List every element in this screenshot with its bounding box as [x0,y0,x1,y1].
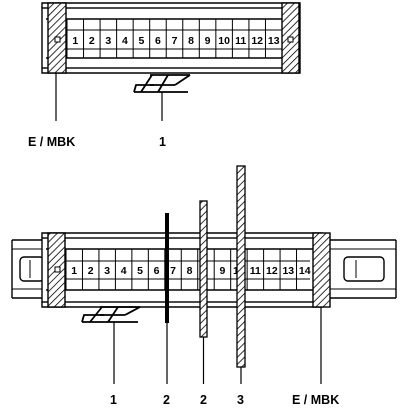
top-end-bracket-callout: E / MBK [28,135,75,149]
bottom-terminal-number: 13 [282,265,294,277]
top-terminal-number: 9 [205,35,211,47]
bottom-terminal-number: 7 [170,265,176,277]
top-right-end-clip-icon [287,36,294,43]
top-terminal-number: 8 [188,35,194,47]
bottom-marker-callout: 1 [110,393,117,407]
top-terminal-number: 5 [139,35,145,47]
top-terminal-number: 13 [268,35,280,47]
bottom-terminal-number: 4 [121,265,127,277]
top-terminal-number: 4 [122,35,128,47]
top-terminal-number: 12 [251,35,263,47]
bottom-terminal-number: 1 [71,265,77,277]
bottom-terminal-number: 12 [266,265,278,277]
plate-2-hatched [199,200,208,338]
top-terminal-number: 6 [155,35,161,47]
bottom-terminal-number: 14 [299,265,311,277]
plate-3-callout: 3 [237,393,244,407]
plate-2-thin [165,213,169,323]
plate-3-hatched [236,165,246,368]
bottom-terminal-number: 2 [88,265,94,277]
bottom-end-bracket-callout: E / MBK [292,393,339,407]
bottom-terminal-number: 8 [187,265,193,277]
top-terminal-number: 10 [218,35,230,47]
top-terminal-number: 1 [72,35,78,47]
bottom-marker-carrier [81,306,141,323]
top-marker-callout: 1 [159,135,166,149]
top-marker-carrier [133,74,191,93]
bottom-terminal-number: 6 [154,265,160,277]
bottom-assembly: 1234567891011121314 1 2 2 3 E / MBK [11,165,397,407]
bottom-terminal-strip [41,232,323,308]
top-left-end-clip-icon [54,36,61,43]
top-terminal-strip [41,2,301,74]
bottom-terminal-number: 9 [220,265,226,277]
bottom-terminal-number: 3 [104,265,110,277]
bottom-terminal-numbers: 1234567891011121314 [71,265,310,277]
top-terminal-number: 11 [235,35,246,47]
plate-2-hatched-callout: 2 [200,393,207,407]
top-terminal-number: 2 [89,35,95,47]
top-terminal-number: 3 [105,35,111,47]
bottom-terminal-number: 11 [250,265,261,277]
bottom-terminal-number: 5 [137,265,143,277]
bottom-left-end-clip-icon [54,266,61,273]
bottom-right-end-bracket [312,232,331,308]
top-terminal-number: 7 [172,35,178,47]
plate-2-thin-callout: 2 [163,393,170,407]
